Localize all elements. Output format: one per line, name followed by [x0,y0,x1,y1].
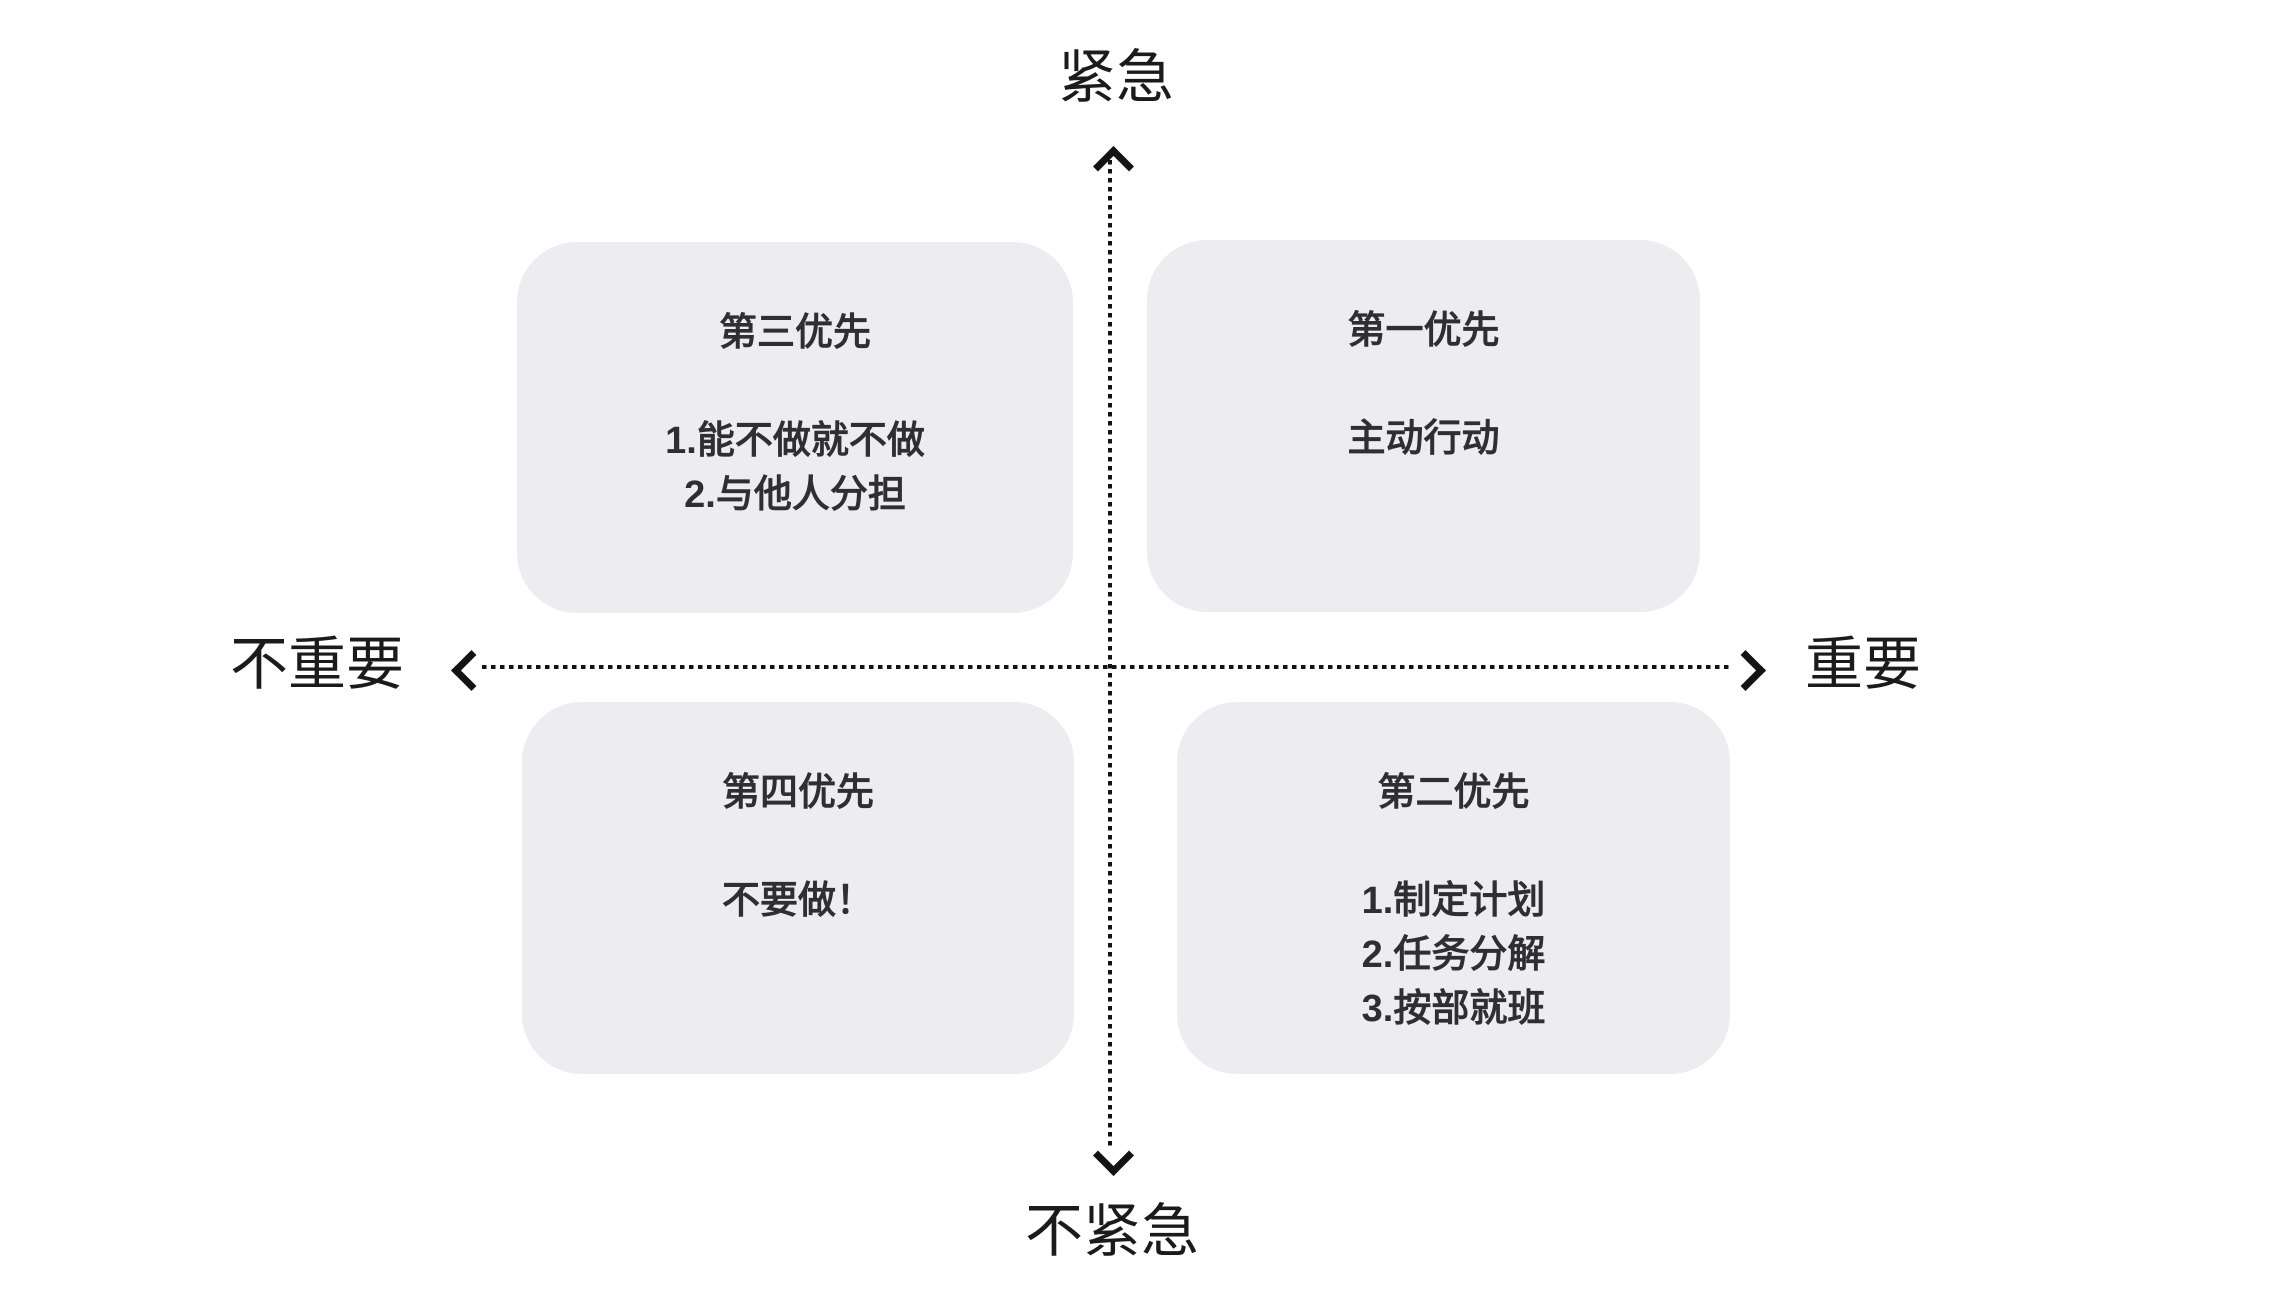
list-item: 1.能不做就不做 [665,420,925,462]
horizontal-axis-dotted-line [482,665,1732,669]
list-item: 3.按部就班 [1361,988,1546,1030]
arrow-right-icon [1724,649,1767,692]
quadrant-content: 主动行动 [1347,412,1499,466]
axis-label-urgent: 紧急 [1057,45,1175,110]
axis-label-not-urgent: 不紧急 [1024,1199,1200,1264]
list-item: 1.制定计划 [1361,880,1546,922]
quadrant-title: 第四优先 [721,772,874,814]
quadrant-title: 第二优先 [1377,772,1530,814]
arrow-left-icon [450,649,493,692]
arrow-up-icon [1092,145,1135,188]
arrow-down-icon [1092,1134,1135,1177]
vertical-axis-dotted-line [1108,160,1112,1150]
quadrant-third-priority: 第三优先 1.能不做就不做 2.与他人分担 [517,242,1073,613]
quadrant-title: 第一优先 [1347,310,1500,352]
quadrant-first-priority: 第一优先 主动行动 [1147,240,1700,612]
quadrant-content: 1.制定计划 2.任务分解 3.按部就班 [1362,874,1546,1036]
list-item: 主动行动 [1347,418,1500,460]
axis-label-important: 重要 [1804,632,1922,697]
quadrant-content: 1.能不做就不做 2.与他人分担 [665,414,925,522]
quadrant-fourth-priority: 第四优先 不要做！ [522,702,1074,1074]
list-item: 不要做！ [721,880,874,922]
quadrant-content: 不要做！ [722,874,874,928]
list-item: 2.任务分解 [1361,934,1546,976]
quadrant-second-priority: 第二优先 1.制定计划 2.任务分解 3.按部就班 [1177,702,1730,1074]
list-item: 2.与他人分担 [684,474,906,516]
axis-label-not-important: 不重要 [229,632,405,697]
quadrant-title: 第三优先 [718,312,871,354]
